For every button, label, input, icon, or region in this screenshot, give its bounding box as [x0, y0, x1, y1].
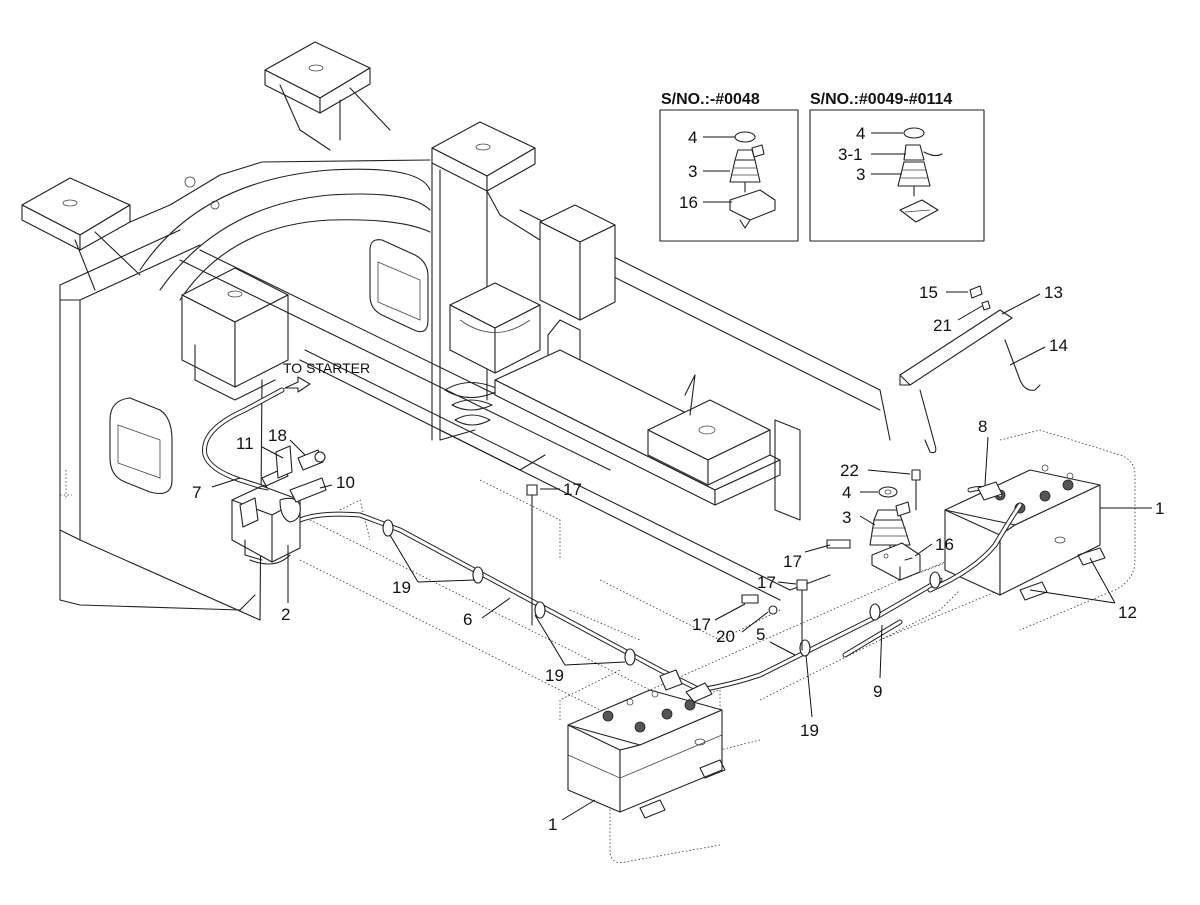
- callout-7: 7: [192, 483, 201, 502]
- callout-10: 10: [336, 473, 355, 492]
- callout-21: 21: [933, 316, 952, 335]
- inset-left-title: S/NO.:-#0048: [661, 91, 760, 108]
- upper-frame: [21, 41, 891, 621]
- inset-right-label-3: 3: [856, 165, 865, 184]
- inset-right-label-4: 4: [856, 124, 865, 143]
- callout-11: 11: [236, 434, 254, 453]
- inset-right-label-3-1: 3-1: [838, 145, 863, 164]
- callout-18: 18: [268, 426, 287, 445]
- callout-22: 22: [840, 461, 859, 480]
- callout-17-d: 17: [692, 615, 711, 634]
- callout-17-b: 17: [783, 552, 802, 571]
- callout-2: 2: [281, 605, 290, 624]
- to-starter-arrow: [284, 376, 311, 393]
- callouts: 1 1 2 3 4 5 6 7 8 9 10 11 1: [192, 283, 1164, 834]
- callout-6: 6: [463, 610, 472, 629]
- inset-right-title: S/NO.:#0049-#0114: [810, 91, 952, 108]
- hold-down-parts: [899, 285, 1041, 454]
- callout-1-right: 1: [1155, 499, 1164, 518]
- inset-left-label-3: 3: [688, 162, 697, 181]
- callout-4: 4: [842, 483, 851, 502]
- to-starter-note: TO STARTER: [283, 360, 370, 376]
- callout-20: 20: [716, 627, 735, 646]
- battery-left: [567, 689, 726, 819]
- inset-left-label-16: 16: [679, 193, 698, 212]
- callout-12: 12: [1118, 603, 1137, 622]
- inset-left: S/NO.:-#0048 4 3 16: [659, 91, 799, 242]
- callout-8: 8: [978, 417, 987, 436]
- callout-1-left: 1: [548, 815, 557, 834]
- callout-17-c: 17: [757, 573, 776, 592]
- battery-right: [944, 464, 1106, 601]
- relay-assembly: [231, 445, 327, 563]
- callout-19-c: 19: [800, 721, 819, 740]
- callout-5: 5: [756, 625, 765, 644]
- callout-19-a: 19: [392, 578, 411, 597]
- callout-3: 3: [842, 508, 851, 527]
- inset-right: S/NO.:#0049-#0114 4 3-1 3: [809, 91, 985, 242]
- inset-left-label-4: 4: [688, 128, 697, 147]
- callout-14: 14: [1049, 336, 1068, 355]
- callout-13: 13: [1044, 283, 1063, 302]
- callout-19-b: 19: [545, 666, 564, 685]
- callout-16: 16: [935, 535, 954, 554]
- callout-9: 9: [873, 682, 882, 701]
- battery-switch: [526, 469, 921, 651]
- callout-15: 15: [919, 283, 938, 302]
- callout-17-a: 17: [563, 480, 582, 499]
